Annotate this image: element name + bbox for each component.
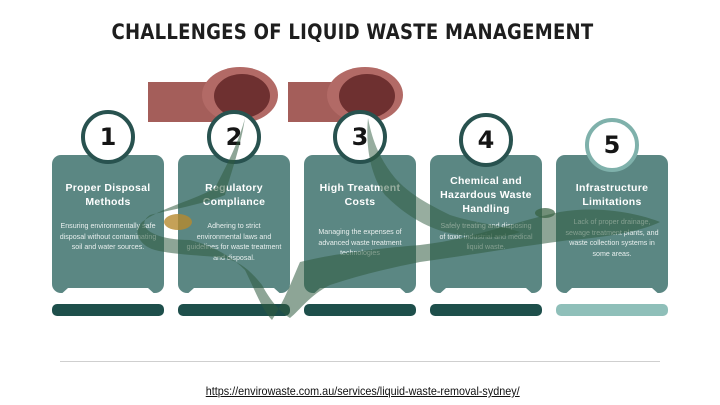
step-5-cap bbox=[562, 288, 662, 306]
step-1-title: Proper Disposal Methods bbox=[65, 182, 151, 208]
step-4-title: Chemical and Hazardous Waste Handling bbox=[440, 175, 532, 215]
step-2-description: Adhering to strict environmental laws an… bbox=[186, 222, 282, 262]
page-title: CHALLENGES OF LIQUID WASTE MANAGEMENT bbox=[111, 20, 594, 44]
step-3-base bbox=[304, 304, 416, 316]
step-1-base bbox=[52, 304, 164, 316]
step-4-cap bbox=[436, 288, 536, 306]
step-1-description: Ensuring environmentally safe disposal w… bbox=[59, 222, 157, 252]
step-4-base bbox=[430, 304, 542, 316]
step-4-number-badge: 4 bbox=[459, 113, 513, 167]
pipe-left-icon bbox=[148, 67, 278, 123]
step-5-number-badge: 5 bbox=[585, 118, 639, 172]
step-5-base bbox=[556, 304, 668, 316]
step-card-2: Regulatory Compliance Adhering to strict… bbox=[178, 155, 290, 293]
step-card-1: Proper Disposal Methods Ensuring environ… bbox=[52, 155, 164, 293]
source-link[interactable]: https://envirowaste.com.au/services/liqu… bbox=[205, 384, 520, 398]
step-3-cap bbox=[310, 288, 410, 306]
step-1-number-badge: 1 bbox=[81, 110, 135, 164]
step-2-base bbox=[178, 304, 290, 316]
step-5-title: Infrastructure Limitations bbox=[575, 182, 649, 208]
divider-line bbox=[60, 361, 660, 362]
step-1-cap bbox=[58, 288, 158, 306]
